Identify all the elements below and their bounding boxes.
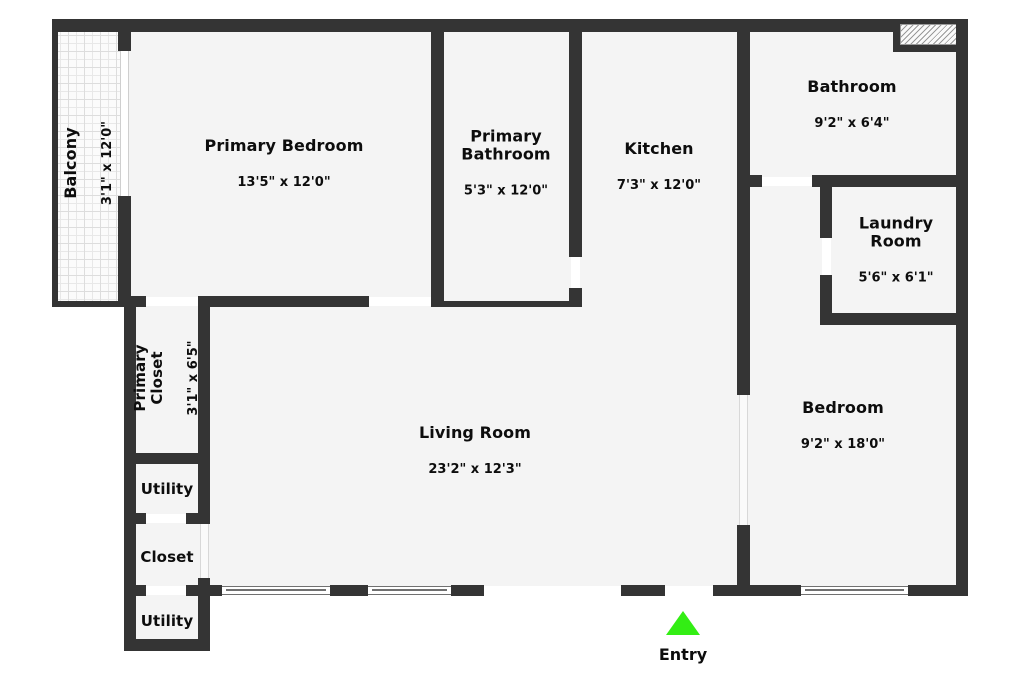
door-opening-entry-secondary [665, 586, 713, 595]
window-living-room-left [222, 586, 330, 595]
wall-closet-bank-left [124, 296, 136, 651]
wall-bathroom-bottom-a [740, 175, 762, 187]
room-fill-balcony [52, 19, 124, 307]
wall-exterior-bottom-c [451, 585, 484, 596]
wall-primary-bedroom-bottom-c [431, 296, 444, 307]
door-opening-utility-top [146, 514, 186, 523]
wall-utility-closet-divider-b [186, 513, 210, 524]
wall-kitchen-right-divider-lower [737, 525, 750, 595]
door-opening-bedroom-hall [739, 395, 748, 525]
wall-closet-utility-divider-a [124, 585, 146, 596]
window-living-room-right [368, 586, 451, 595]
room-fill-closet [124, 519, 210, 591]
room-fill-living-room [200, 299, 750, 595]
wall-exterior-bottom-d [621, 585, 665, 596]
wall-balcony-divider-upper [118, 19, 131, 51]
door-opening-closet-living [200, 522, 209, 578]
door-opening-bathroom [762, 177, 812, 186]
room-fill-laundry-room [826, 181, 968, 325]
wall-exterior-bottom-f [908, 585, 968, 596]
room-fill-primary-closet [124, 299, 210, 459]
wall-primary-closet-bottom [124, 453, 210, 464]
wall-balcony-divider-lower [118, 196, 131, 307]
wall-primary-bed-bath-divider [431, 19, 444, 307]
mechanical-shaft-hatch [900, 24, 962, 45]
wall-laundry-left-lower [820, 275, 832, 325]
wall-utility-closet-divider-a [124, 513, 146, 524]
wall-laundry-left-upper [820, 175, 832, 238]
wall-primary-bathroom-bottom [431, 301, 582, 307]
wall-laundry-bottom [820, 313, 968, 325]
door-opening-primary-bedroom-right [369, 297, 431, 306]
wall-exterior-top [52, 19, 968, 32]
entry-label: Entry [658, 645, 708, 664]
door-opening-laundry [822, 238, 831, 275]
door-opening-balcony [120, 51, 129, 196]
wall-exterior-right [956, 19, 968, 595]
wall-kitchen-right-divider-upper [737, 19, 750, 395]
room-fill-kitchen [582, 19, 740, 307]
wall-balcony-bottom [52, 301, 130, 307]
wall-exterior-left-balcony [52, 19, 58, 307]
door-opening-closet [146, 586, 186, 595]
wall-bathroom-kitchen-divider-upper [569, 19, 582, 257]
door-opening-entry [484, 586, 621, 595]
room-fill-primary-bedroom [124, 19, 442, 307]
door-opening-primary-bedroom-left [146, 297, 203, 306]
wall-exterior-bottom-b [330, 585, 368, 596]
wall-primary-bedroom-bottom-b [203, 296, 369, 307]
wall-living-closet-divider-a [198, 296, 210, 522]
wall-closet-utility-divider-b [186, 585, 210, 596]
door-opening-primary-bathroom [571, 257, 580, 288]
window-bedroom [801, 586, 908, 595]
wall-exterior-bottom-e [713, 585, 801, 596]
room-fill-bedroom [740, 325, 968, 595]
wall-exterior-bottom-a [200, 585, 222, 596]
wall-closet-bank-bottom [124, 639, 210, 651]
entry-arrow-icon [666, 611, 700, 635]
room-fill-utility-top [124, 459, 210, 519]
room-fill-primary-bathroom [442, 19, 582, 307]
wall-bathroom-bottom-b [812, 175, 968, 187]
wall-living-closet-divider-b [198, 578, 210, 651]
